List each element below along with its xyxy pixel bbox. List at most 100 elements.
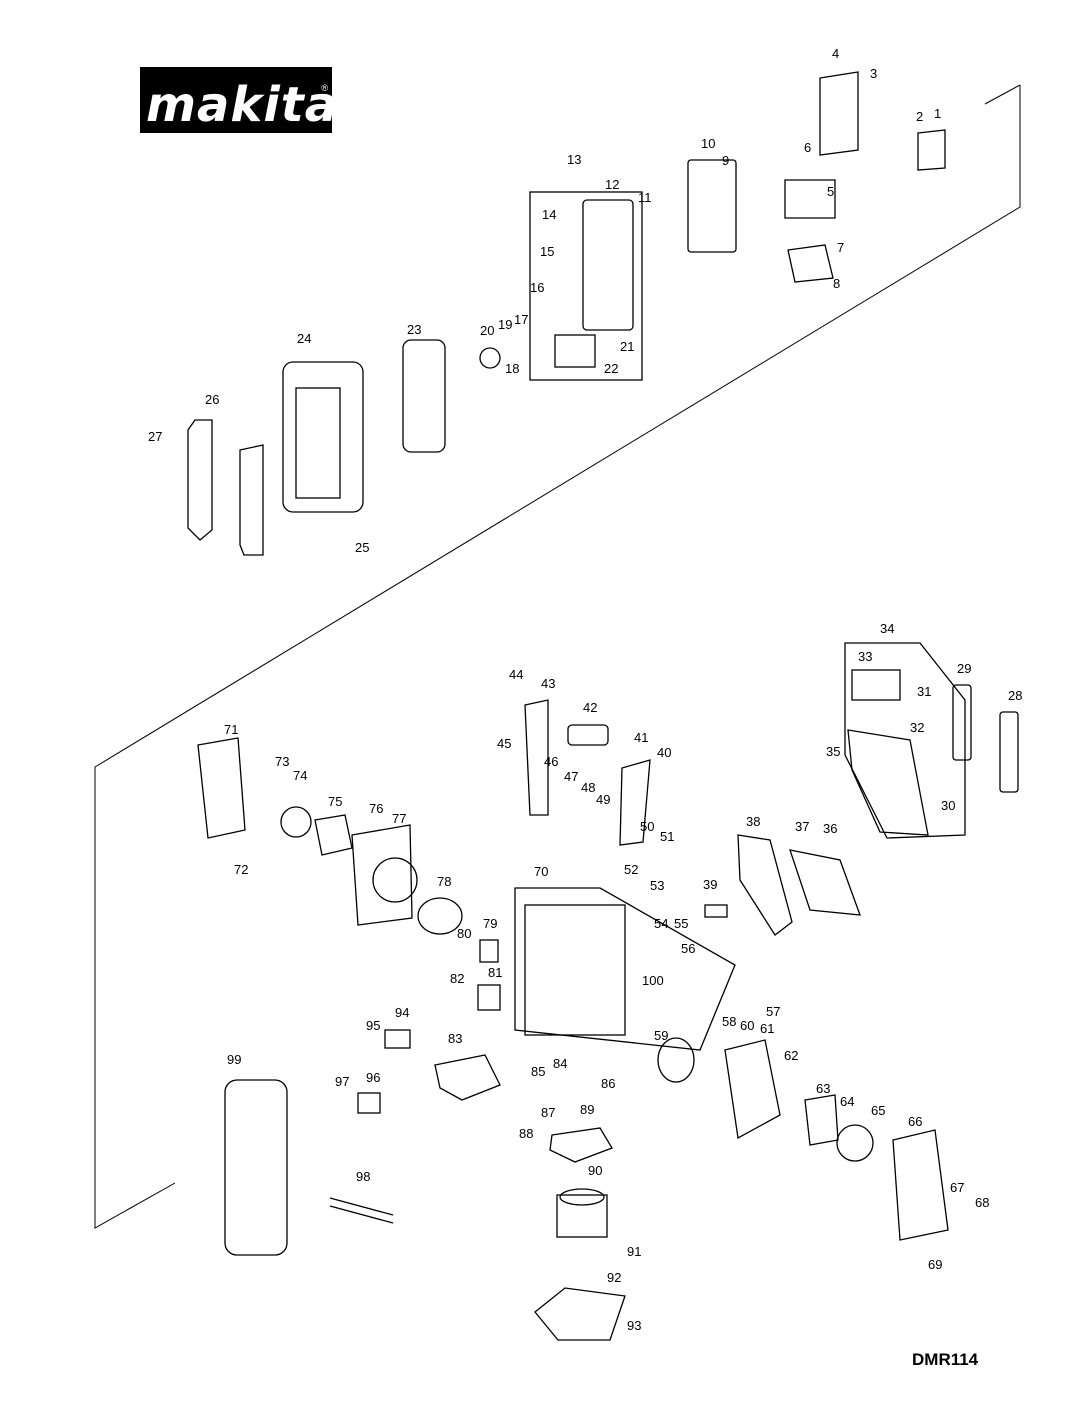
callout-39: 39 xyxy=(703,877,717,892)
inner-cover-35 xyxy=(847,729,929,836)
callout-35: 35 xyxy=(826,744,840,759)
callout-88: 88 xyxy=(519,1126,533,1141)
callout-51: 51 xyxy=(660,829,674,844)
logo-text: makita xyxy=(146,77,339,133)
callout-73: 73 xyxy=(275,754,289,769)
callout-4: 4 xyxy=(832,46,839,61)
callout-83: 83 xyxy=(448,1031,462,1046)
callout-20: 20 xyxy=(480,323,494,338)
callout-29: 29 xyxy=(957,661,971,676)
callout-48: 48 xyxy=(581,780,595,795)
callout-24: 24 xyxy=(297,331,311,346)
callout-68: 68 xyxy=(975,1195,989,1210)
gasket-78 xyxy=(417,897,463,935)
callout-55: 55 xyxy=(674,916,688,931)
callout-32: 32 xyxy=(910,720,924,735)
callout-57: 57 xyxy=(766,1004,780,1019)
callout-90: 90 xyxy=(588,1163,602,1178)
tweeter-65 xyxy=(836,1124,874,1162)
gasket-59 xyxy=(657,1037,695,1083)
ring-89 xyxy=(549,1127,613,1163)
callout-31: 31 xyxy=(917,684,931,699)
ring-83 xyxy=(434,1054,501,1101)
callout-labels: 1 2 3 4 5 6 7 8 9 10 11 12 13 14 15 16 1… xyxy=(148,46,1022,1333)
callout-47: 47 xyxy=(564,769,578,784)
handle-26 xyxy=(187,419,213,541)
tweeter-74 xyxy=(280,806,312,838)
front-panel-12 xyxy=(582,199,634,331)
callout-33: 33 xyxy=(858,649,872,664)
callout-87: 87 xyxy=(541,1105,555,1120)
callout-25: 25 xyxy=(355,540,369,555)
pcb-board-9 xyxy=(687,159,737,253)
rod-98b xyxy=(329,1205,394,1224)
callout-70: 70 xyxy=(534,864,548,879)
callout-94: 94 xyxy=(395,1005,409,1020)
handle-43 xyxy=(524,699,549,816)
woofer-90-top xyxy=(559,1188,605,1206)
callout-77: 77 xyxy=(392,811,406,826)
callout-8: 8 xyxy=(833,276,840,291)
callout-89: 89 xyxy=(580,1102,594,1117)
callout-53: 53 xyxy=(650,878,664,893)
side-cover-66 xyxy=(892,1129,949,1241)
callout-37: 37 xyxy=(795,819,809,834)
bracket-6 xyxy=(784,179,836,219)
callout-17: 17 xyxy=(514,312,528,327)
callout-96: 96 xyxy=(366,1070,380,1085)
callout-50: 50 xyxy=(640,819,654,834)
pcb-79 xyxy=(479,939,499,963)
gasket-63 xyxy=(804,1094,839,1146)
callout-13: 13 xyxy=(567,152,581,167)
callout-52: 52 xyxy=(624,862,638,877)
callout-72: 72 xyxy=(234,862,248,877)
rail-28 xyxy=(999,711,1019,793)
callout-41: 41 xyxy=(634,730,648,745)
callout-12: 12 xyxy=(605,177,619,192)
pcb-81 xyxy=(477,984,501,1011)
callout-93: 93 xyxy=(627,1318,641,1333)
gasket-23 xyxy=(402,339,446,453)
gasket-75 xyxy=(314,814,353,856)
callout-26: 26 xyxy=(205,392,219,407)
callout-19: 19 xyxy=(498,317,512,332)
frame-24 xyxy=(282,361,364,513)
callout-62: 62 xyxy=(784,1048,798,1063)
callout-6: 6 xyxy=(804,140,811,155)
section-boundaries xyxy=(94,84,1021,1229)
callout-49: 49 xyxy=(596,792,610,807)
heatsink-33 xyxy=(851,669,901,701)
callout-21: 21 xyxy=(620,339,634,354)
callout-63: 63 xyxy=(816,1081,830,1096)
callout-69: 69 xyxy=(928,1257,942,1272)
gasket-99 xyxy=(224,1079,288,1256)
bracket-96 xyxy=(357,1092,381,1114)
callout-9: 9 xyxy=(722,153,729,168)
callout-2: 2 xyxy=(916,109,923,124)
callout-76: 76 xyxy=(369,801,383,816)
callout-80: 80 xyxy=(457,926,471,941)
housing-70-inner xyxy=(524,904,626,1036)
callout-91: 91 xyxy=(627,1244,641,1259)
callout-75: 75 xyxy=(328,794,342,809)
callout-84: 84 xyxy=(553,1056,567,1071)
callout-97: 97 xyxy=(335,1074,349,1089)
callout-40: 40 xyxy=(657,745,671,760)
label-39 xyxy=(704,904,728,918)
plate-2 xyxy=(917,129,946,171)
bottom-plate-92 xyxy=(534,1287,626,1341)
frame-24-inner xyxy=(295,387,341,499)
plate-94 xyxy=(384,1029,411,1049)
housing-70 xyxy=(514,887,736,1051)
callout-43: 43 xyxy=(541,676,555,691)
woofer-90 xyxy=(556,1194,608,1238)
bracket-box xyxy=(529,191,643,381)
rail-29 xyxy=(952,684,972,761)
speaker-cover-4 xyxy=(819,71,859,156)
rod-98 xyxy=(329,1197,394,1216)
callout-5: 5 xyxy=(827,184,834,199)
panel-61 xyxy=(724,1039,781,1140)
callout-66: 66 xyxy=(908,1114,922,1129)
handle-26b xyxy=(239,444,264,556)
callout-82: 82 xyxy=(450,971,464,986)
